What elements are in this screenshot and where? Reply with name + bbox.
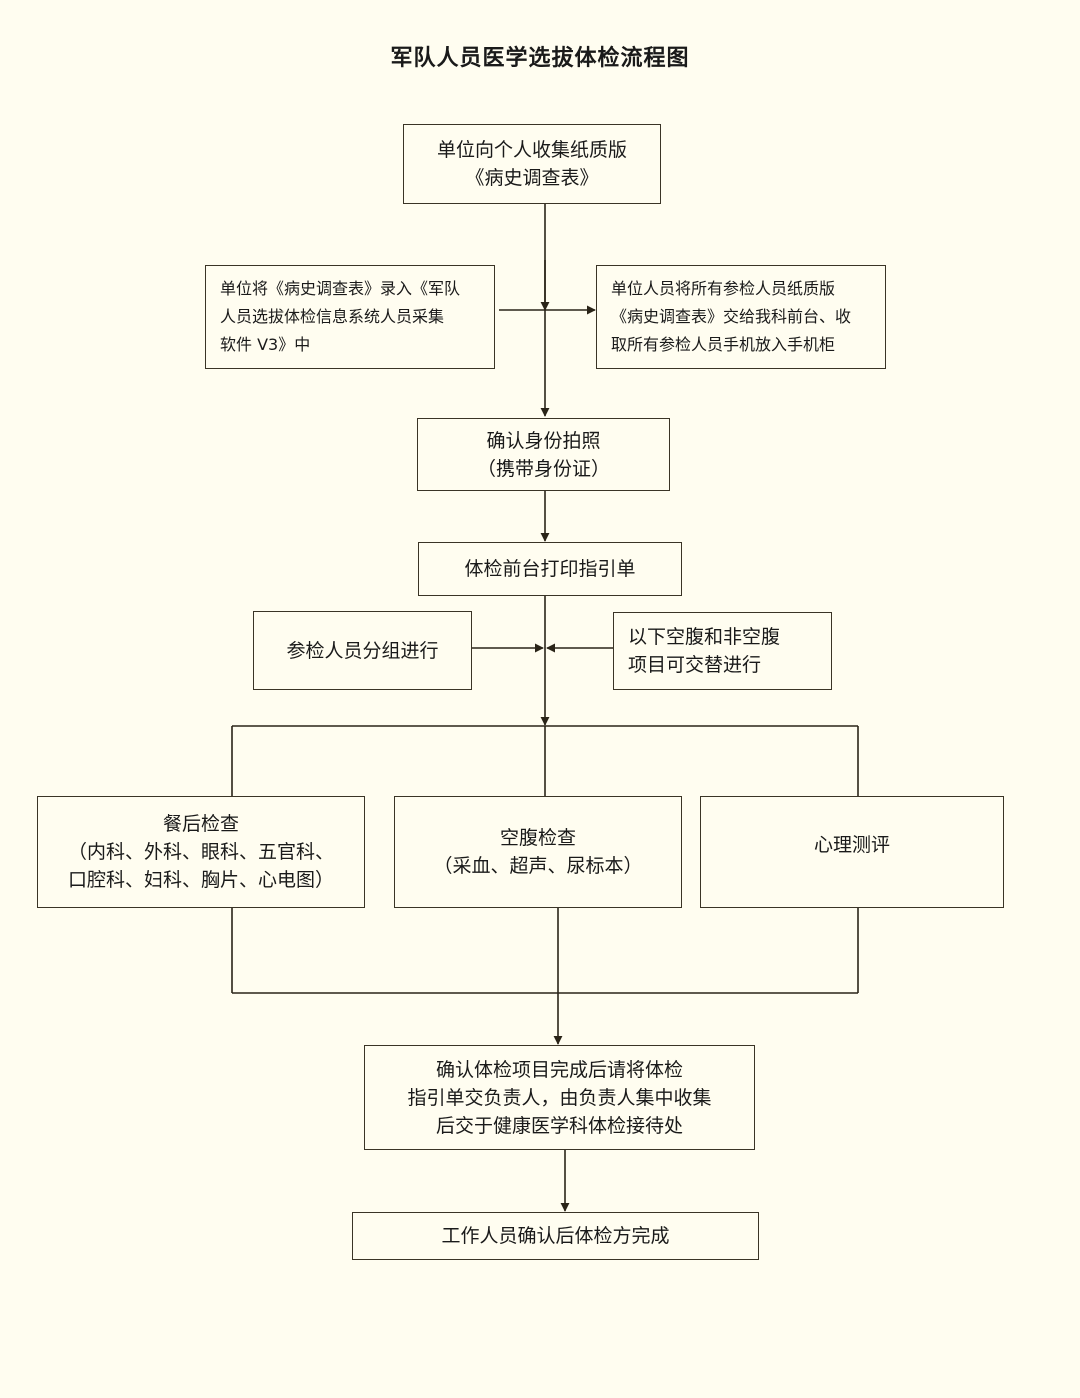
node-text: 后交于健康医学科体检接待处 [435,1114,683,1137]
node-after-meal-exam: 餐后检查 （内科、外科、眼科、五官科、 口腔科、妇科、胸片、心电图） [37,796,365,908]
node-text: 单位向个人收集纸质版 [436,139,627,161]
node-psych-evaluation: 心理测评 [700,796,1004,908]
node-text: 确认身份拍照 [486,429,601,452]
node-text: 体检前台打印指引单 [464,558,636,580]
node-exam-complete: 工作人员确认后体检方完成 [352,1212,759,1260]
node-text: （采血、超声、尿标本） [433,855,643,877]
node-text: 工作人员确认后体检方完成 [441,1225,670,1247]
node-group-exam: 参检人员分组进行 [253,611,472,690]
node-collect-paper-form: 单位向个人收集纸质版 《病史调查表》 [403,124,661,204]
node-submit-forms-phones: 单位人员将所有参检人员纸质版 《病史调查表》交给我科前台、收 取所有参检人员手机… [596,265,886,369]
node-text: 单位人员将所有参检人员纸质版 [611,279,836,298]
node-text: 软件 V3》中 [220,335,311,354]
node-enter-system: 单位将《病史调查表》录入《军队 人员选拔体检信息系统人员采集 软件 V3》中 [205,265,495,369]
node-text: 参检人员分组进行 [286,639,439,662]
node-confirm-identity-photo: 确认身份拍照 （携带身份证） [417,418,670,491]
node-alternate-items: 以下空腹和非空腹 项目可交替进行 [613,612,832,690]
node-text: 餐后检查 [162,813,239,835]
node-text: （携带身份证） [476,457,610,480]
page-title: 军队人员医学选拔体检流程图 [390,46,690,71]
node-fasting-exam: 空腹检查 （采血、超声、尿标本） [394,796,682,908]
node-text: 空腹检查 [499,827,576,849]
node-hand-in-guide-sheet: 确认体检项目完成后请将体检 指引单交负责人，由负责人集中收集 后交于健康医学科体… [364,1045,755,1150]
node-print-guide-sheet: 体检前台打印指引单 [418,542,682,596]
node-text: 取所有参检人员手机放入手机柜 [611,335,836,354]
node-text: 《病史调查表》交给我科前台、收 [611,307,852,326]
node-text: （内科、外科、眼科、五官科、 [67,841,334,863]
node-text: 人员选拔体检信息系统人员采集 [220,307,445,326]
node-text: 《病史调查表》 [465,167,599,189]
node-text: 以下空腹和非空腹 [628,626,781,648]
node-text: 口腔科、妇科、胸片、心电图） [67,869,334,891]
node-text: 指引单交负责人，由负责人集中收集 [407,1086,712,1109]
node-text: 项目可交替进行 [628,654,762,676]
node-text: 心理测评 [813,834,890,856]
node-text: 确认体检项目完成后请将体检 [435,1058,683,1081]
node-text: 单位将《病史调查表》录入《军队 [220,279,461,298]
